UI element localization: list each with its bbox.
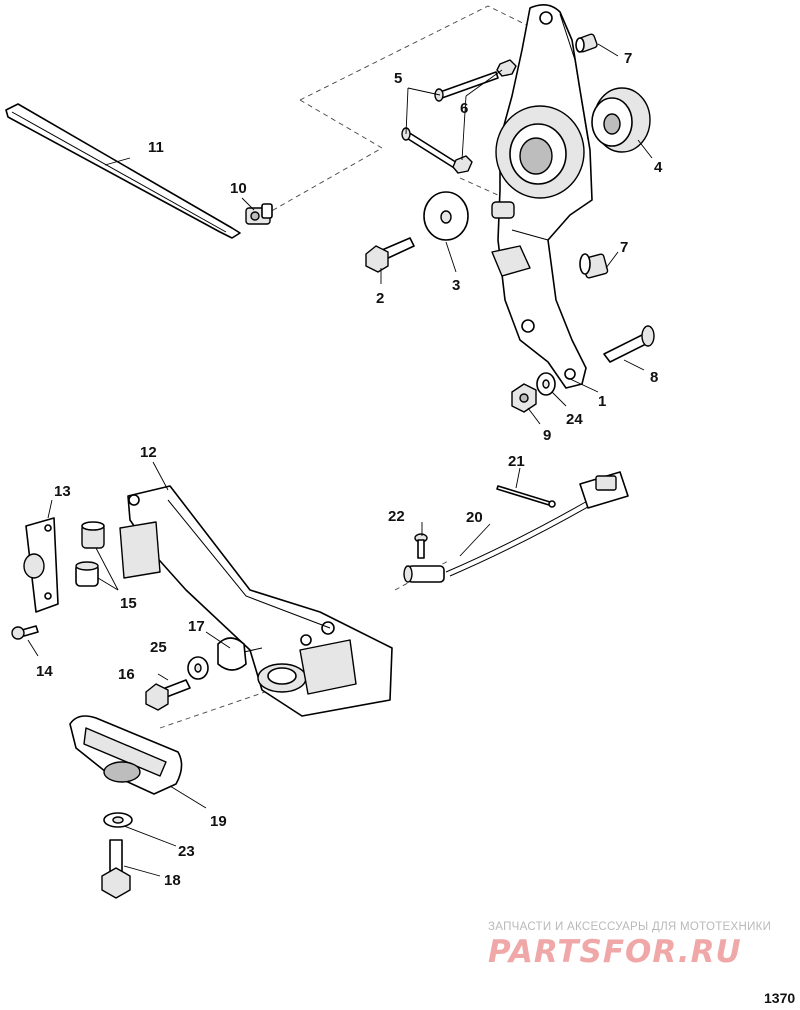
leader-lines	[27, 43, 653, 877]
callout-15: 15	[120, 595, 137, 612]
callout-3: 3	[452, 277, 460, 294]
callout-17: 17	[188, 618, 205, 635]
part-16-bolt	[145, 679, 191, 711]
watermark-logo: PARTSFOR.RU	[488, 934, 742, 970]
part-20-sensor-harness	[403, 471, 629, 583]
part-2-bolt	[365, 237, 415, 273]
callout-9: 9	[543, 427, 551, 444]
figure-number: 1370	[764, 990, 795, 1006]
callout-16: 16	[118, 666, 135, 683]
callout-7-top: 7	[624, 50, 632, 67]
callout-8: 8	[650, 369, 658, 386]
part-12-bracket-arm	[119, 485, 393, 717]
callout-2: 2	[376, 290, 384, 307]
callout-24: 24	[566, 411, 583, 428]
part-6-nuts	[452, 59, 517, 174]
part-21-pin	[496, 485, 556, 508]
part-1-lever-bracket	[491, 4, 593, 389]
callout-18: 18	[164, 872, 181, 889]
part-10-clip	[245, 203, 273, 225]
callout-25: 25	[150, 639, 167, 656]
callout-23: 23	[178, 843, 195, 860]
callout-4: 4	[654, 159, 663, 176]
part-13-plate	[23, 517, 59, 613]
callout-labels: 1 2 3 4 5 6 7 7 8 9 10 11 12 13 14 15 16…	[36, 50, 663, 889]
callout-7-mid: 7	[620, 239, 628, 256]
part-22-screw	[414, 533, 428, 559]
part-19-mount	[69, 715, 183, 795]
callout-12: 12	[140, 444, 157, 461]
callout-19: 19	[210, 813, 227, 830]
part-14-screw	[11, 625, 39, 640]
callout-14: 14	[36, 663, 53, 680]
callout-10: 10	[230, 180, 247, 197]
part-9-nut	[511, 383, 537, 413]
part-7-bushings	[575, 33, 609, 279]
part-4-spacer	[591, 87, 651, 153]
part-5-bolts	[401, 71, 499, 172]
watermark-tagline: ЗАПЧАСТИ И АКСЕССУАРЫ ДЛЯ МОТОТЕХНИКИ	[488, 921, 771, 933]
callout-20: 20	[466, 509, 483, 526]
part-25-washer	[187, 656, 209, 680]
callout-1: 1	[598, 393, 606, 410]
part-8-pin	[603, 325, 655, 363]
part-24-washer	[536, 372, 556, 396]
callout-5: 5	[394, 70, 402, 87]
part-18-bolt	[101, 839, 131, 899]
callout-6: 6	[460, 100, 468, 117]
callout-21: 21	[508, 453, 525, 470]
callout-13: 13	[54, 483, 71, 500]
part-11-rod	[5, 103, 241, 239]
part-23-washer	[103, 812, 133, 828]
watermark: ЗАПЧАСТИ И АКСЕССУАРЫ ДЛЯ МОТОТЕХНИКИ PA…	[488, 921, 771, 970]
callout-11: 11	[148, 139, 164, 156]
part-15-bushings	[75, 521, 105, 587]
part-17-clamp	[217, 637, 263, 671]
part-3-washer	[423, 191, 469, 241]
callout-22: 22	[388, 508, 405, 525]
